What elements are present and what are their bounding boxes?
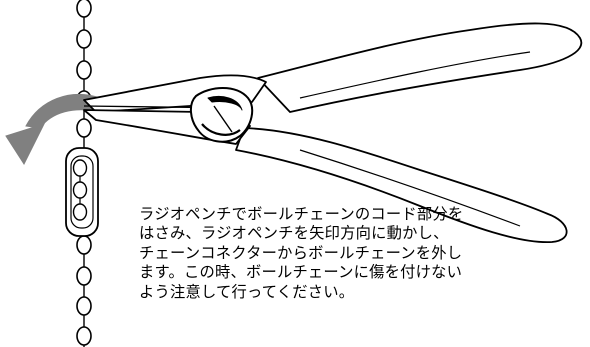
instruction-line: はさみ、ラジオペンチを矢印方向に動かし、 bbox=[139, 224, 449, 243]
instruction-line: ラジオペンチでボールチェーンのコード部分を bbox=[139, 205, 464, 223]
needle-nose-pliers bbox=[83, 22, 583, 243]
instruction-line: ます。この時、ボールチェーンに傷を付けない bbox=[139, 263, 463, 282]
instruction-line: よう注意して行ってください。 bbox=[139, 282, 355, 301]
instruction-text: ラジオペンチでボールチェーンのコード部分を はさみ、ラジオペンチを矢印方向に動か… bbox=[139, 205, 569, 302]
curved-arrow-icon bbox=[5, 94, 101, 166]
chain-connector bbox=[65, 147, 99, 237]
instruction-line: チェーンコネクターからボールチェーンを外し bbox=[139, 243, 463, 262]
